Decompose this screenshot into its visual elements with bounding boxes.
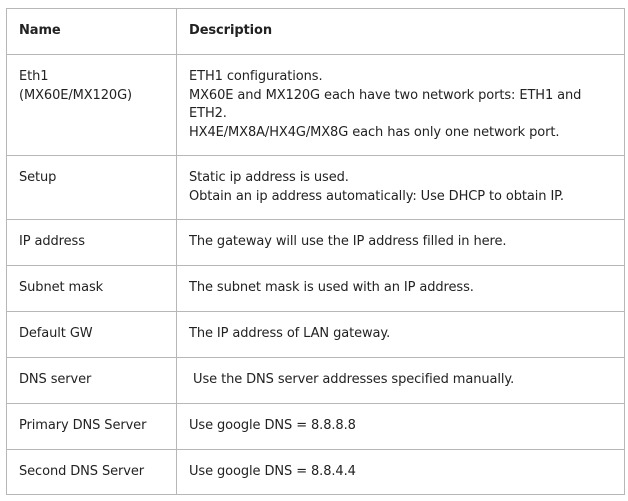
name-text: Eth1 — [19, 69, 49, 84]
name-cell: Second DNS Server — [6, 449, 177, 495]
name-text: Primary DNS Server — [19, 418, 147, 433]
description-cell: Static ip address is used. Obtain an ip … — [176, 155, 625, 220]
description-cell: The subnet mask is used with an IP addre… — [176, 265, 625, 312]
name-cell: DNS server — [6, 357, 177, 404]
table-row: Second DNS Server Use google DNS = 8.8.4… — [6, 449, 625, 495]
description-cell: The gateway will use the IP address fill… — [176, 219, 625, 266]
description-text: The IP address of LAN gateway. — [189, 326, 391, 341]
description-cell: Use google DNS = 8.8.4.4 — [176, 449, 625, 495]
table-row: Subnet mask The subnet mask is used with… — [6, 265, 625, 312]
column-header-description: Description — [176, 8, 625, 55]
name-cell: Primary DNS Server — [6, 403, 177, 450]
description-text: Obtain an ip address automatically: Use … — [189, 188, 564, 204]
settings-table: Name Description Eth1 (MX60E/MX120G) ETH… — [6, 8, 625, 495]
column-header-name: Name — [6, 8, 177, 55]
name-text: DNS server — [19, 372, 92, 387]
table-row: IP address The gateway will use the IP a… — [6, 219, 625, 266]
name-cell: Eth1 (MX60E/MX120G) — [6, 54, 177, 156]
table-row: Setup Static ip address is used. Obtain … — [6, 155, 625, 220]
description-text: MX60E and MX120G each have two network p… — [189, 87, 582, 122]
description-text: The subnet mask is used with an IP addre… — [189, 280, 474, 295]
description-text: Use the DNS server addresses specified m… — [193, 372, 515, 387]
name-cell: IP address — [6, 219, 177, 266]
table-row: DNS server Use the DNS server addresses … — [6, 357, 625, 404]
name-cell: Subnet mask — [6, 265, 177, 312]
description-cell: Use google DNS = 8.8.8.8 — [176, 403, 625, 450]
name-cell: Setup — [6, 155, 177, 220]
name-cell: Default GW — [6, 311, 177, 358]
table-row: Primary DNS Server Use google DNS = 8.8.… — [6, 403, 625, 450]
name-text: IP address — [19, 234, 85, 249]
description-text: Use google DNS = 8.8.4.4 — [189, 464, 356, 479]
description-cell: ETH1 configurations. MX60E and MX120G ea… — [176, 54, 625, 156]
description-text: Static ip address is used. — [189, 170, 349, 185]
description-cell: Use the DNS server addresses specified m… — [176, 357, 625, 404]
table-row: Default GW The IP address of LAN gateway… — [6, 311, 625, 358]
name-text: Setup — [19, 170, 57, 185]
description-text: The gateway will use the IP address fill… — [189, 234, 507, 249]
description-text: Use google DNS = 8.8.8.8 — [189, 418, 356, 433]
description-text: HX4E/MX8A/HX4G/MX8G each has only one ne… — [189, 124, 560, 140]
name-text: Default GW — [19, 326, 93, 341]
table-row: Eth1 (MX60E/MX120G) ETH1 configurations.… — [6, 54, 625, 156]
name-text: Second DNS Server — [19, 464, 145, 479]
description-cell: The IP address of LAN gateway. — [176, 311, 625, 358]
name-text: (MX60E/MX120G) — [19, 87, 133, 103]
description-text: ETH1 configurations. — [189, 69, 323, 84]
name-text: Subnet mask — [19, 280, 104, 295]
table-header-row: Name Description — [6, 8, 625, 55]
